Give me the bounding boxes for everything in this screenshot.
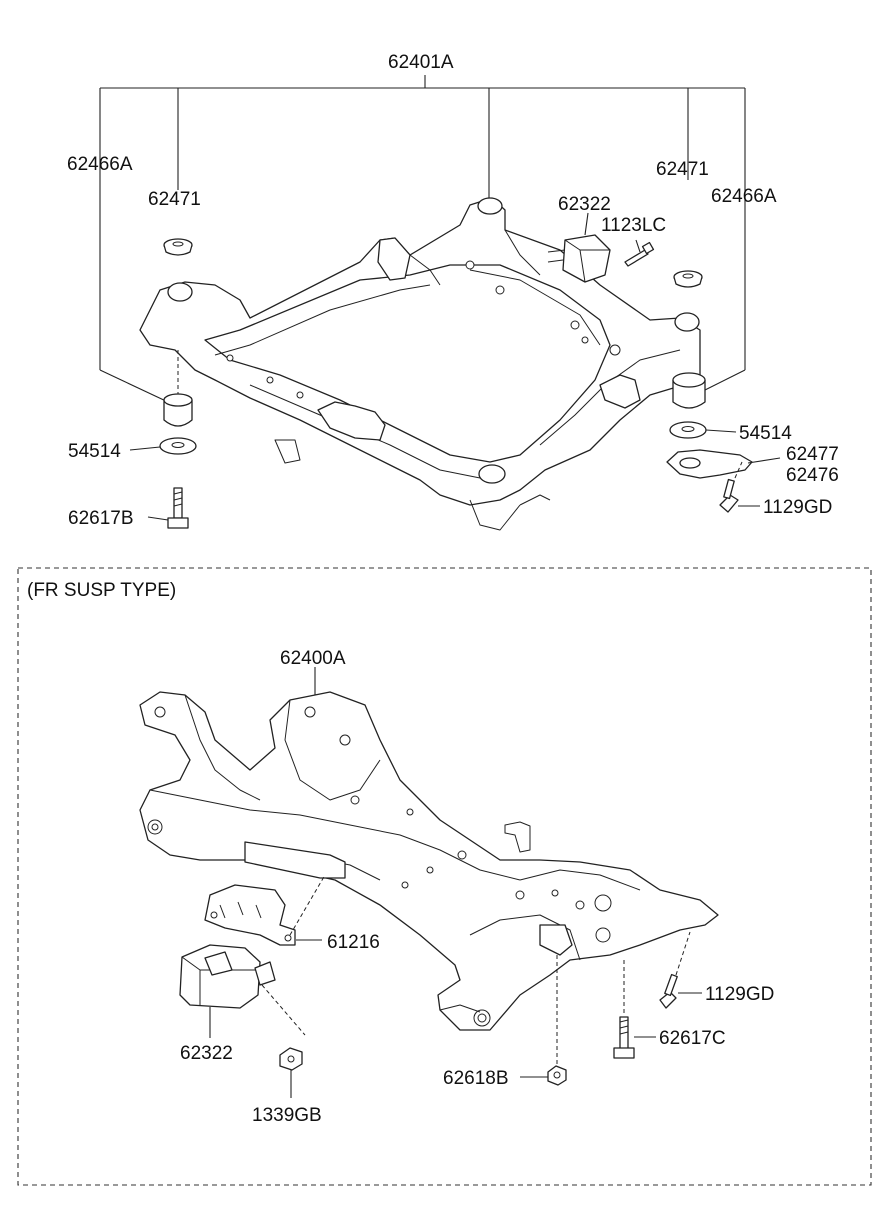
label-1123LC: 1123LC xyxy=(601,215,666,236)
fr-assembly xyxy=(139,667,719,1031)
label-62477: 62477 xyxy=(786,444,839,465)
label-1339GB: 1339GB xyxy=(252,1105,322,1126)
label-62618B: 62618B xyxy=(443,1068,509,1089)
bolt-left-62617B xyxy=(147,487,189,529)
top-assembly xyxy=(99,75,781,531)
washer-left-54514 xyxy=(129,437,197,455)
bolt-1123LC xyxy=(624,239,655,267)
bushing-right-62466A xyxy=(672,372,706,409)
label-62466A-right: 62466A xyxy=(711,186,777,207)
roll-stopper-top-62322 xyxy=(547,212,611,283)
bracket-62477-62476 xyxy=(666,449,781,479)
label-62466A-left: 62466A xyxy=(67,154,133,175)
label-62471-right: 62471 xyxy=(656,159,709,180)
fr-susp-type-frame xyxy=(17,567,872,1186)
label-1129GD-top: 1129GD xyxy=(763,497,832,518)
label-61216: 61216 xyxy=(327,932,380,953)
bolt-fr-62617C xyxy=(613,960,656,1059)
leader-62401A xyxy=(99,75,746,403)
nut-fr-1339GB xyxy=(279,1047,303,1098)
label-62400A: 62400A xyxy=(280,648,346,669)
label-1129GD-fr: 1129GD xyxy=(705,984,774,1005)
bolt-fr-1129GD xyxy=(659,931,702,1009)
label-62617C: 62617C xyxy=(659,1028,726,1049)
label-62617B: 62617B xyxy=(68,508,134,529)
label-62401A: 62401A xyxy=(388,52,454,73)
label-62322-top: 62322 xyxy=(558,194,611,215)
bracket-fr-61216 xyxy=(204,874,326,946)
bushing-left-62466A xyxy=(163,350,193,427)
nut-fr-62618B xyxy=(520,955,567,1086)
bolt-right-1129GD xyxy=(719,461,760,513)
label-62322-fr: 62322 xyxy=(180,1043,233,1064)
label-62471-left: 62471 xyxy=(148,189,201,210)
label-62476: 62476 xyxy=(786,465,839,486)
subframe-perimeter xyxy=(139,197,701,531)
stopper-right-62471 xyxy=(673,270,703,288)
washer-right-54514 xyxy=(669,421,737,439)
roll-stopper-fr-62322 xyxy=(179,944,306,1038)
section-title: (FR SUSP TYPE) xyxy=(27,580,176,601)
label-54514-left: 54514 xyxy=(68,441,121,462)
stopper-left-62471 xyxy=(163,238,193,256)
label-54514-right: 54514 xyxy=(739,423,792,444)
